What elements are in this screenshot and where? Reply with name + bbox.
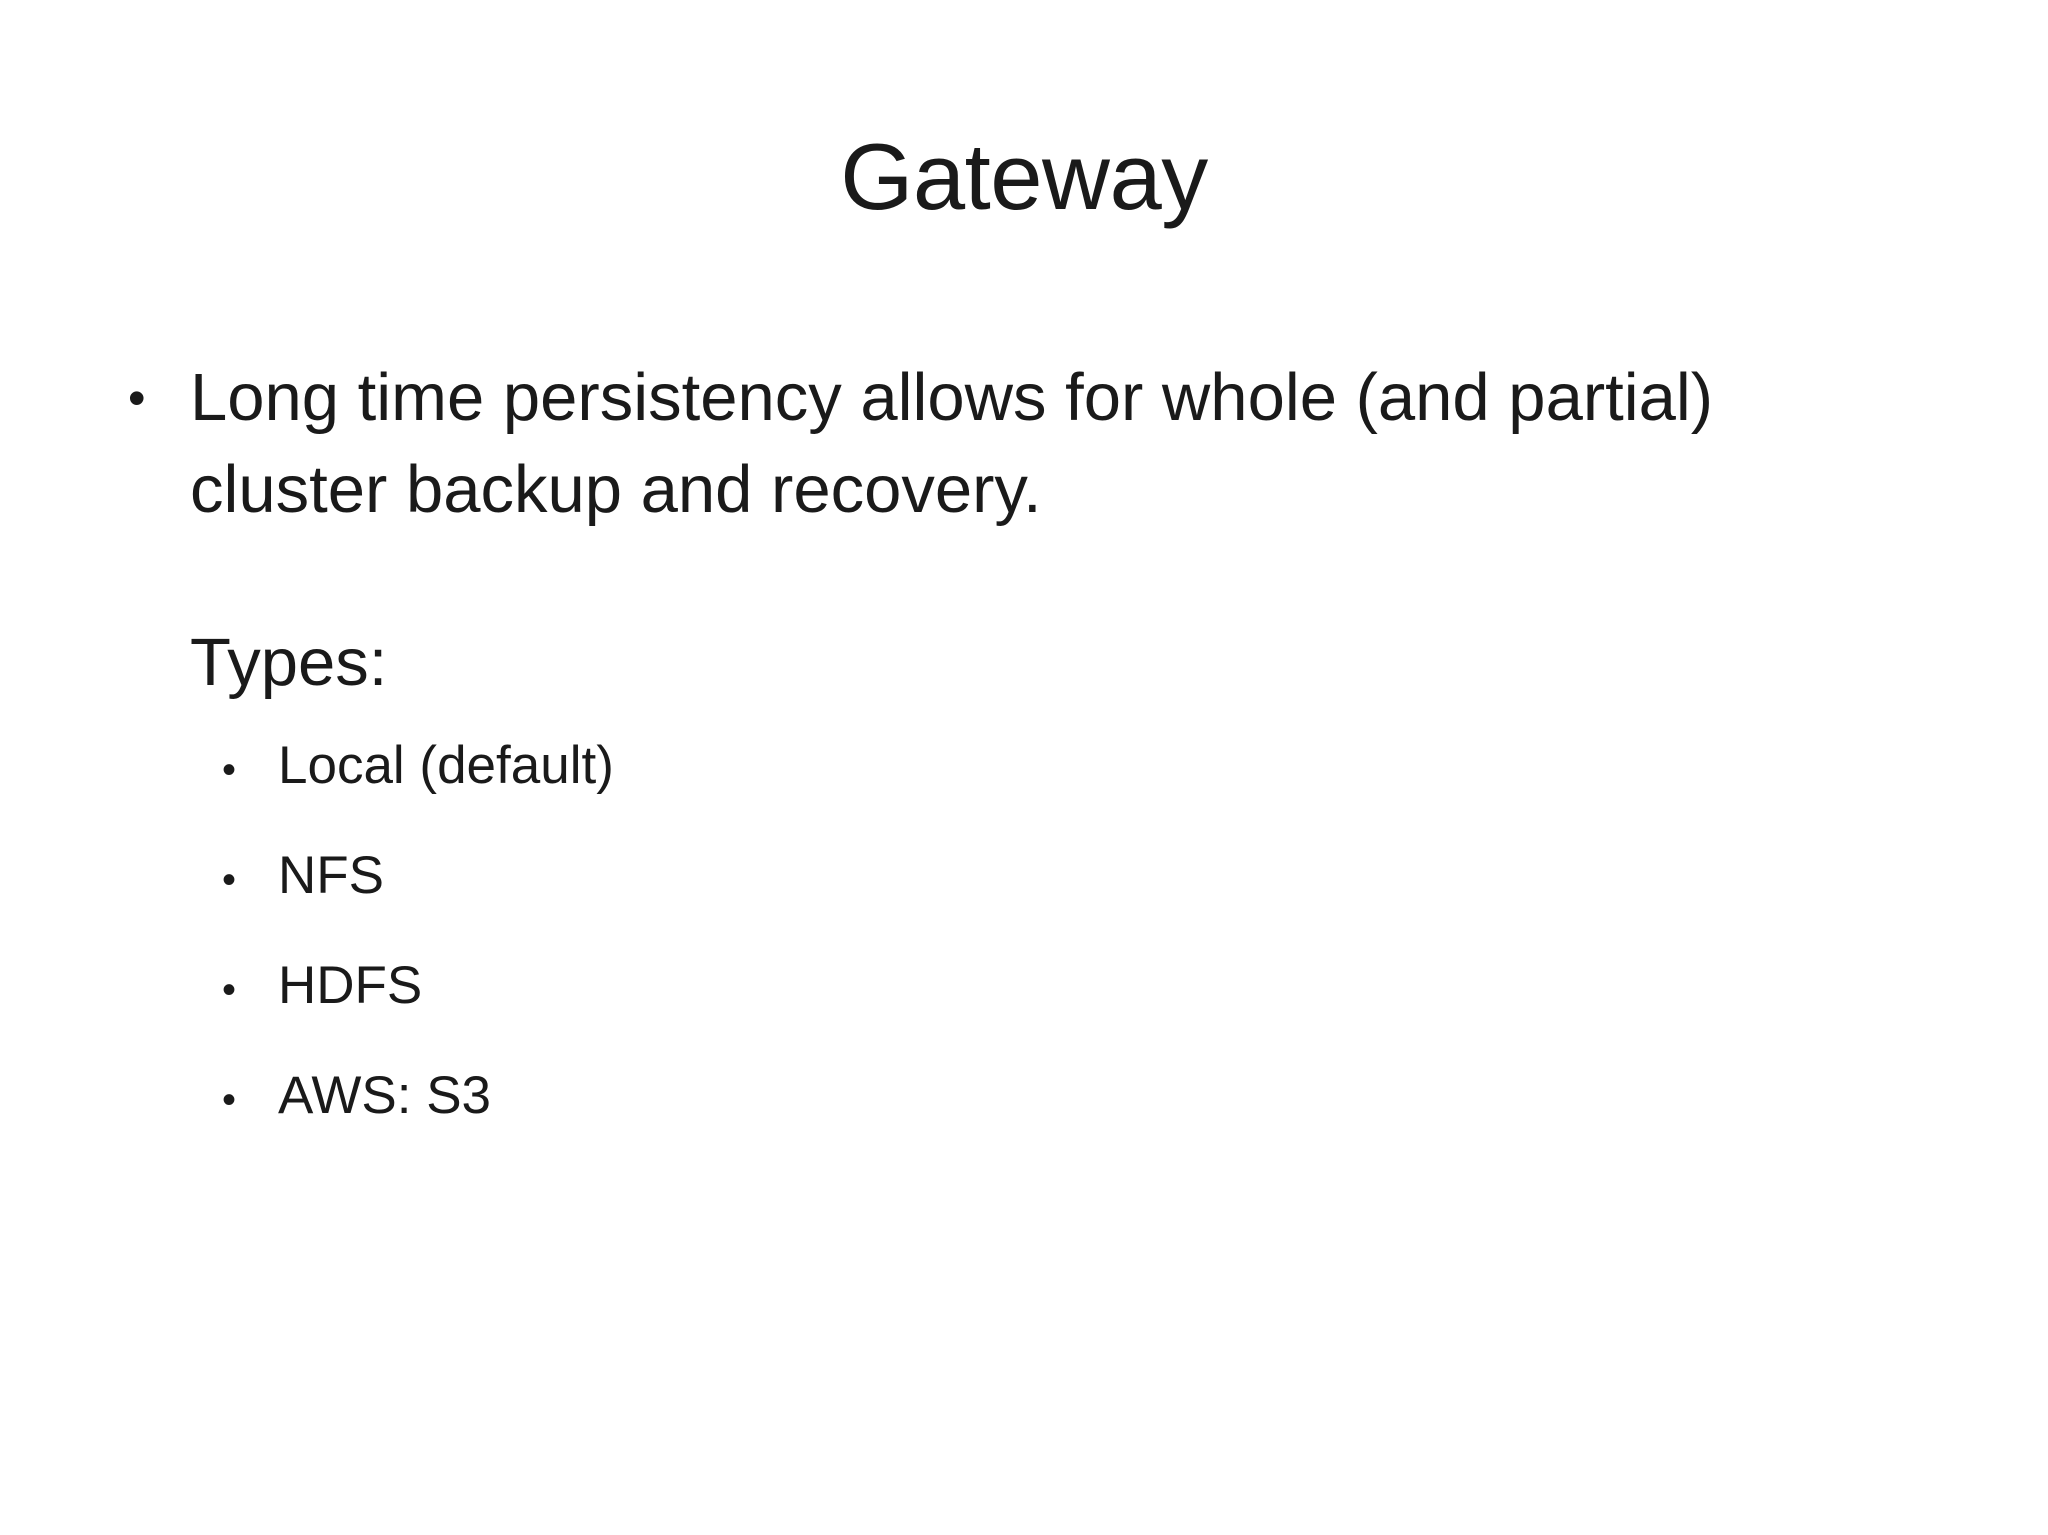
- page-title: Gateway: [840, 124, 1208, 229]
- list-item-label: AWS: S3: [278, 1066, 492, 1126]
- list-item-nfs: • NFS: [222, 849, 1918, 959]
- list-item-label: Local (default): [278, 736, 614, 796]
- list-item-hdfs: • HDFS: [222, 959, 1918, 1069]
- types-heading: Types:: [128, 617, 1918, 709]
- slide-body: • Long time persistency allows for whole…: [128, 352, 1918, 1179]
- types-list: • Local (default) • NFS • HDFS • AWS: S3: [222, 739, 1918, 1179]
- types-heading-label: Types:: [190, 624, 388, 700]
- list-item-label: HDFS: [278, 956, 423, 1016]
- bullet-dot-icon: •: [222, 968, 237, 1013]
- list-item-local: • Local (default): [222, 739, 1918, 849]
- bullet-item-label: Long time persistency allows for whole (…: [190, 360, 1714, 528]
- bullet-dot-icon: •: [222, 858, 237, 903]
- bullet-dot-icon: •: [222, 1078, 237, 1123]
- list-item-label: NFS: [278, 846, 384, 906]
- bullet-dot-icon: •: [222, 748, 237, 793]
- bullet-dot-icon: •: [128, 370, 146, 426]
- list-item-aws-s3: • AWS: S3: [222, 1069, 1918, 1179]
- bullet-item-persistency: • Long time persistency allows for whole…: [128, 352, 1918, 537]
